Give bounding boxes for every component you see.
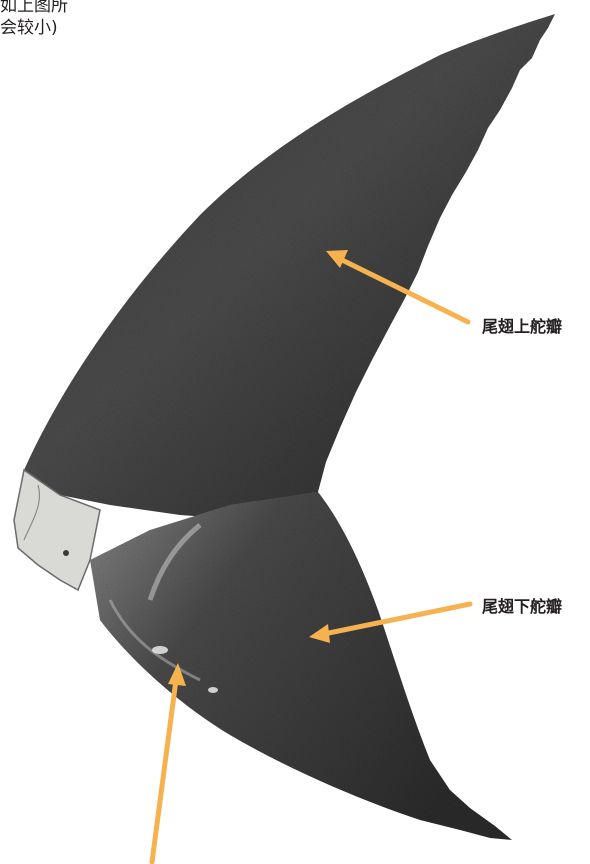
lower-lobe-label: 尾翅下舵瓣 [482, 597, 562, 617]
lower-lobe-shape [90, 492, 512, 840]
upper-lobe-shape [24, 14, 555, 520]
upper-lobe-label: 尾翅上舵瓣 [482, 317, 562, 337]
caption-line-1: 如上图所 [0, 0, 68, 16]
caption-line-2: 会较小) [0, 18, 58, 38]
